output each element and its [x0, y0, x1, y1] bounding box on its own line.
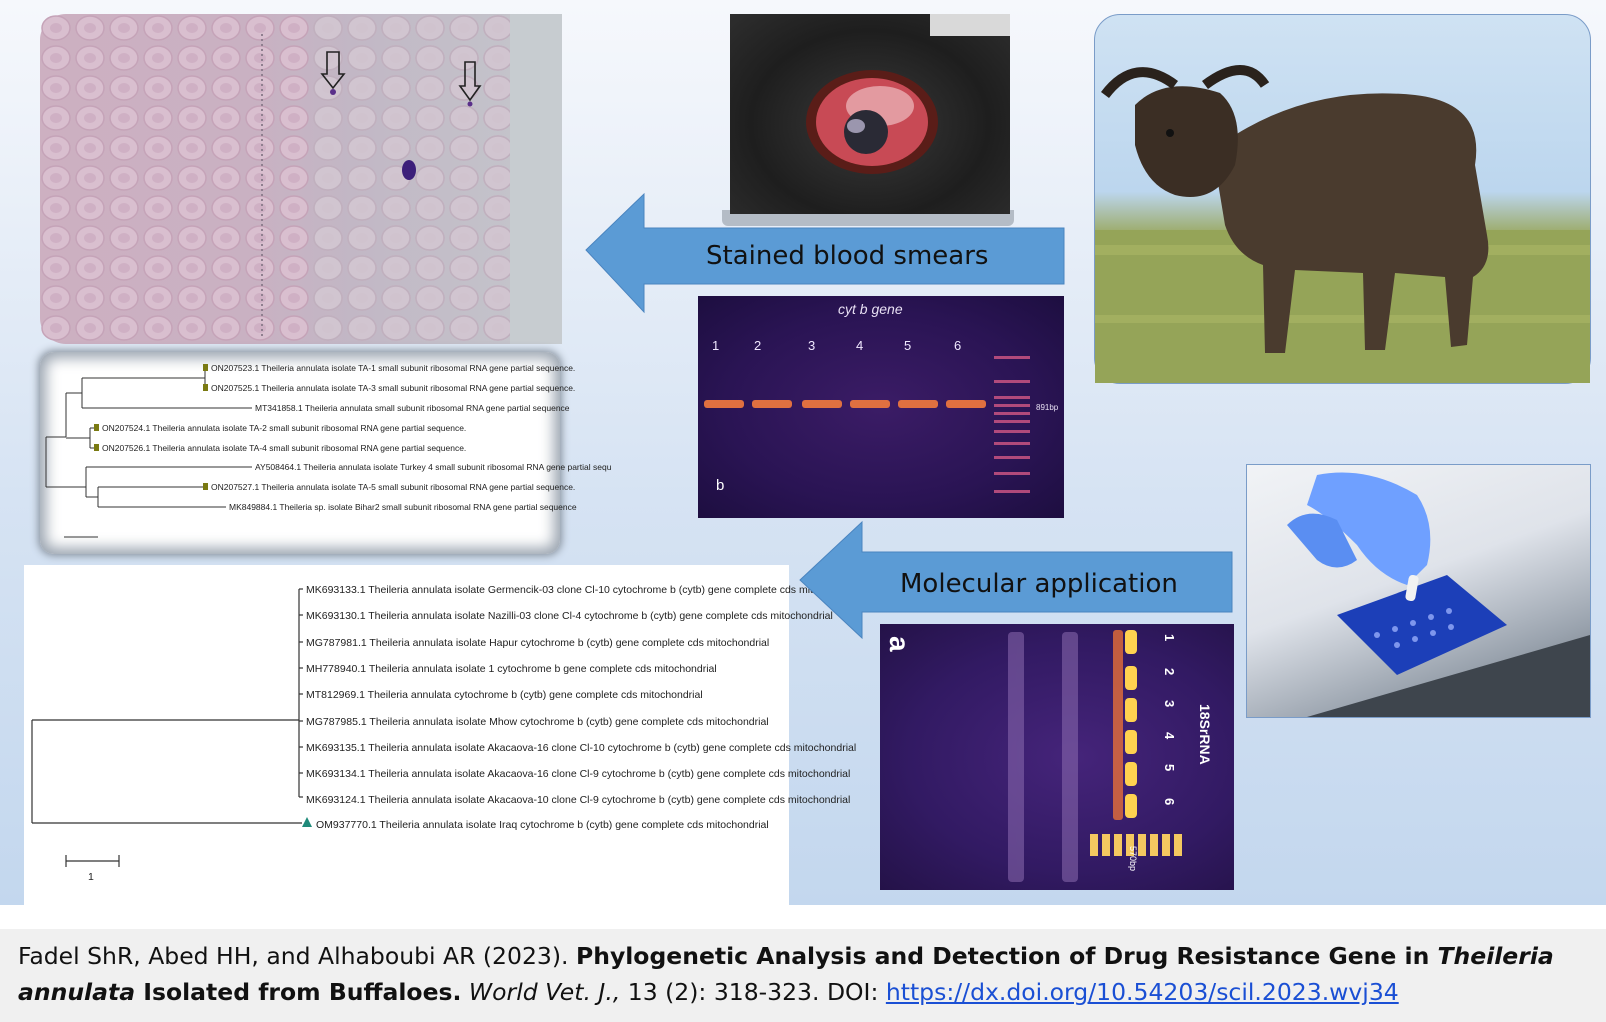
- citation-title-a: Phylogenetic Analysis and Detection of D…: [575, 942, 1438, 970]
- tree2-leaf: MK693135.1 Theileria annulata isolate Ak…: [306, 742, 856, 754]
- gel-band: [898, 400, 938, 408]
- citation-text: Fadel ShR, Abed HH, and Alhaboubi AR (20…: [18, 938, 1598, 1010]
- lab-art: [1287, 472, 1590, 717]
- gel-cytb-lane-label: 3: [808, 338, 815, 353]
- gel-cytb-lane-label: 2: [754, 338, 761, 353]
- tree1-leaf: MK849884.1 Theileria sp. isolate Bihar2 …: [229, 502, 577, 512]
- blood-smear-micrograph: [40, 14, 562, 344]
- tree1-leaf: ON207526.1 Theileria annulata isolate TA…: [102, 443, 466, 453]
- gel-cytb-lane-label: 1: [712, 338, 719, 353]
- eye-photo-shadow: [722, 210, 1014, 226]
- indicator-arrow: [320, 51, 346, 90]
- gel-18s-lane-label: 2: [1162, 668, 1177, 675]
- gel-cytb-panel-label: b: [716, 477, 724, 494]
- gel-cytb-marker: 891bp: [1036, 403, 1059, 412]
- gel-cytb-lane-label: 6: [954, 338, 961, 353]
- gel-18s-lane-label: 1: [1162, 634, 1177, 641]
- tree2-leaf: MK693130.1 Theileria annulata isolate Na…: [306, 610, 833, 622]
- citation-journal: World Vet. J.,: [468, 978, 621, 1006]
- tree2-leaf: MG787985.1 Theileria annulata isolate Mh…: [306, 716, 769, 728]
- tree2-leaf: MK693134.1 Theileria annulata isolate Ak…: [306, 768, 850, 780]
- gel-band: [850, 400, 890, 408]
- tree2-leaf: OM937770.1 Theileria annulata isolate Ir…: [316, 819, 769, 831]
- pcr-rack: [1337, 575, 1507, 675]
- arrow-molecular-label: Molecular application: [900, 569, 1178, 599]
- tree2-leaf: MK693133.1 Theileria annulata isolate Ge…: [306, 584, 861, 596]
- gel-18s-lane-label: 3: [1162, 700, 1177, 707]
- gel-18s-lane-label: 6: [1162, 798, 1177, 805]
- gel-cytb-lane-label: 5: [904, 338, 911, 353]
- buffalo-art: [1095, 65, 1590, 383]
- gel-18s-gene-label: 18SrRNA: [1197, 704, 1213, 765]
- arrow-stained-label: Stained blood smears: [706, 241, 988, 271]
- eye-lesion-photo: [730, 14, 1010, 214]
- tree2-leaf: MK693124.1 Theileria annulata isolate Ak…: [306, 794, 850, 806]
- tree1-leaf: ON207525.1 Theileria annulata isolate TA…: [211, 383, 575, 393]
- tree1-leaf: ON207524.1 Theileria annulata isolate TA…: [102, 423, 466, 433]
- gel-18s-lane-label: 4: [1162, 732, 1177, 740]
- tree2-scale-label: 1: [88, 871, 94, 883]
- gel-cytb-lane-label: 4: [856, 338, 863, 353]
- gel-cytb-title: cyt b gene: [838, 301, 903, 317]
- tree1-leaf: ON207527.1 Theileria annulata isolate TA…: [211, 482, 575, 492]
- gel-band: [802, 400, 842, 408]
- gel-18s-wells: [1008, 632, 1078, 882]
- phylogenetic-tree-cytb: MK693133.1 Theileria annulata isolate Ge…: [24, 565, 861, 905]
- tree2-leaf: MG787981.1 Theileria annulata isolate Ha…: [306, 637, 769, 649]
- gel-18s-ladder: [1090, 834, 1182, 856]
- tree-cytb-svg: MK693133.1 Theileria annulata isolate Ge…: [31, 584, 861, 883]
- gel-18s-marker: 570bp: [1128, 846, 1138, 871]
- tree1-leaf: MT341858.1 Theileria annulata small subu…: [255, 403, 570, 413]
- tree2-leaf: MH778940.1 Theileria annulata isolate 1 …: [306, 663, 717, 675]
- buffalo-photo: [1094, 14, 1591, 384]
- graphical-abstract: ON207523.1 Theileria annulata isolate TA…: [0, 0, 1606, 905]
- gel-18s-panel-label: a: [884, 636, 915, 652]
- citation-footer: [0, 929, 1606, 1022]
- gel-18s-bands: [1125, 630, 1137, 818]
- gel-ladder: [994, 356, 1030, 493]
- micrograph-art: [40, 14, 562, 344]
- tree1-leaf: AY508464.1 Theileria annulata isolate Tu…: [255, 462, 612, 472]
- citation-species: Theileria annulata: [18, 942, 1554, 1006]
- gloved-hand: [1307, 472, 1431, 585]
- eye-art: [806, 14, 1010, 174]
- tree1-leaf: ON207523.1 Theileria annulata isolate TA…: [211, 363, 575, 373]
- tree2-leaf: MT812969.1 Theileria annulata cytochrome…: [306, 689, 703, 701]
- phylogenetic-tree-18s: ON207523.1 Theileria annulata isolate TA…: [40, 352, 612, 554]
- citation-title-b: Isolated from Buffaloes.: [135, 978, 462, 1006]
- citation-authors: Fadel ShR, Abed HH, and Alhaboubi AR (20…: [18, 942, 576, 970]
- gel-band: [752, 400, 792, 408]
- gel-18srrna: a: [880, 624, 1234, 890]
- gel-band: [704, 400, 744, 408]
- gel-18s-svg: a: [884, 630, 1213, 882]
- parasite-stain: [402, 160, 416, 180]
- arrow-stained-smears: Stained blood smears: [585, 192, 1065, 314]
- lab-pcr-photo: [1246, 464, 1591, 718]
- citation-volume: 13 (2): 318-323. DOI:: [620, 978, 886, 1006]
- gel-band: [946, 400, 986, 408]
- gel-18s-lane-label: 5: [1162, 764, 1177, 771]
- tree-18s-svg: ON207523.1 Theileria annulata isolate TA…: [45, 363, 612, 538]
- citation-doi-link[interactable]: https://dx.doi.org/10.54203/scil.2023.wv…: [885, 978, 1399, 1006]
- gel-cytb-svg: cyt b gene 1 2 3 4 5 6: [704, 301, 1059, 494]
- arrow-molecular: Molecular application: [799, 520, 1233, 640]
- indicator-arrow: [458, 61, 482, 102]
- gel-cytb: cyt b gene 1 2 3 4 5 6: [698, 296, 1064, 518]
